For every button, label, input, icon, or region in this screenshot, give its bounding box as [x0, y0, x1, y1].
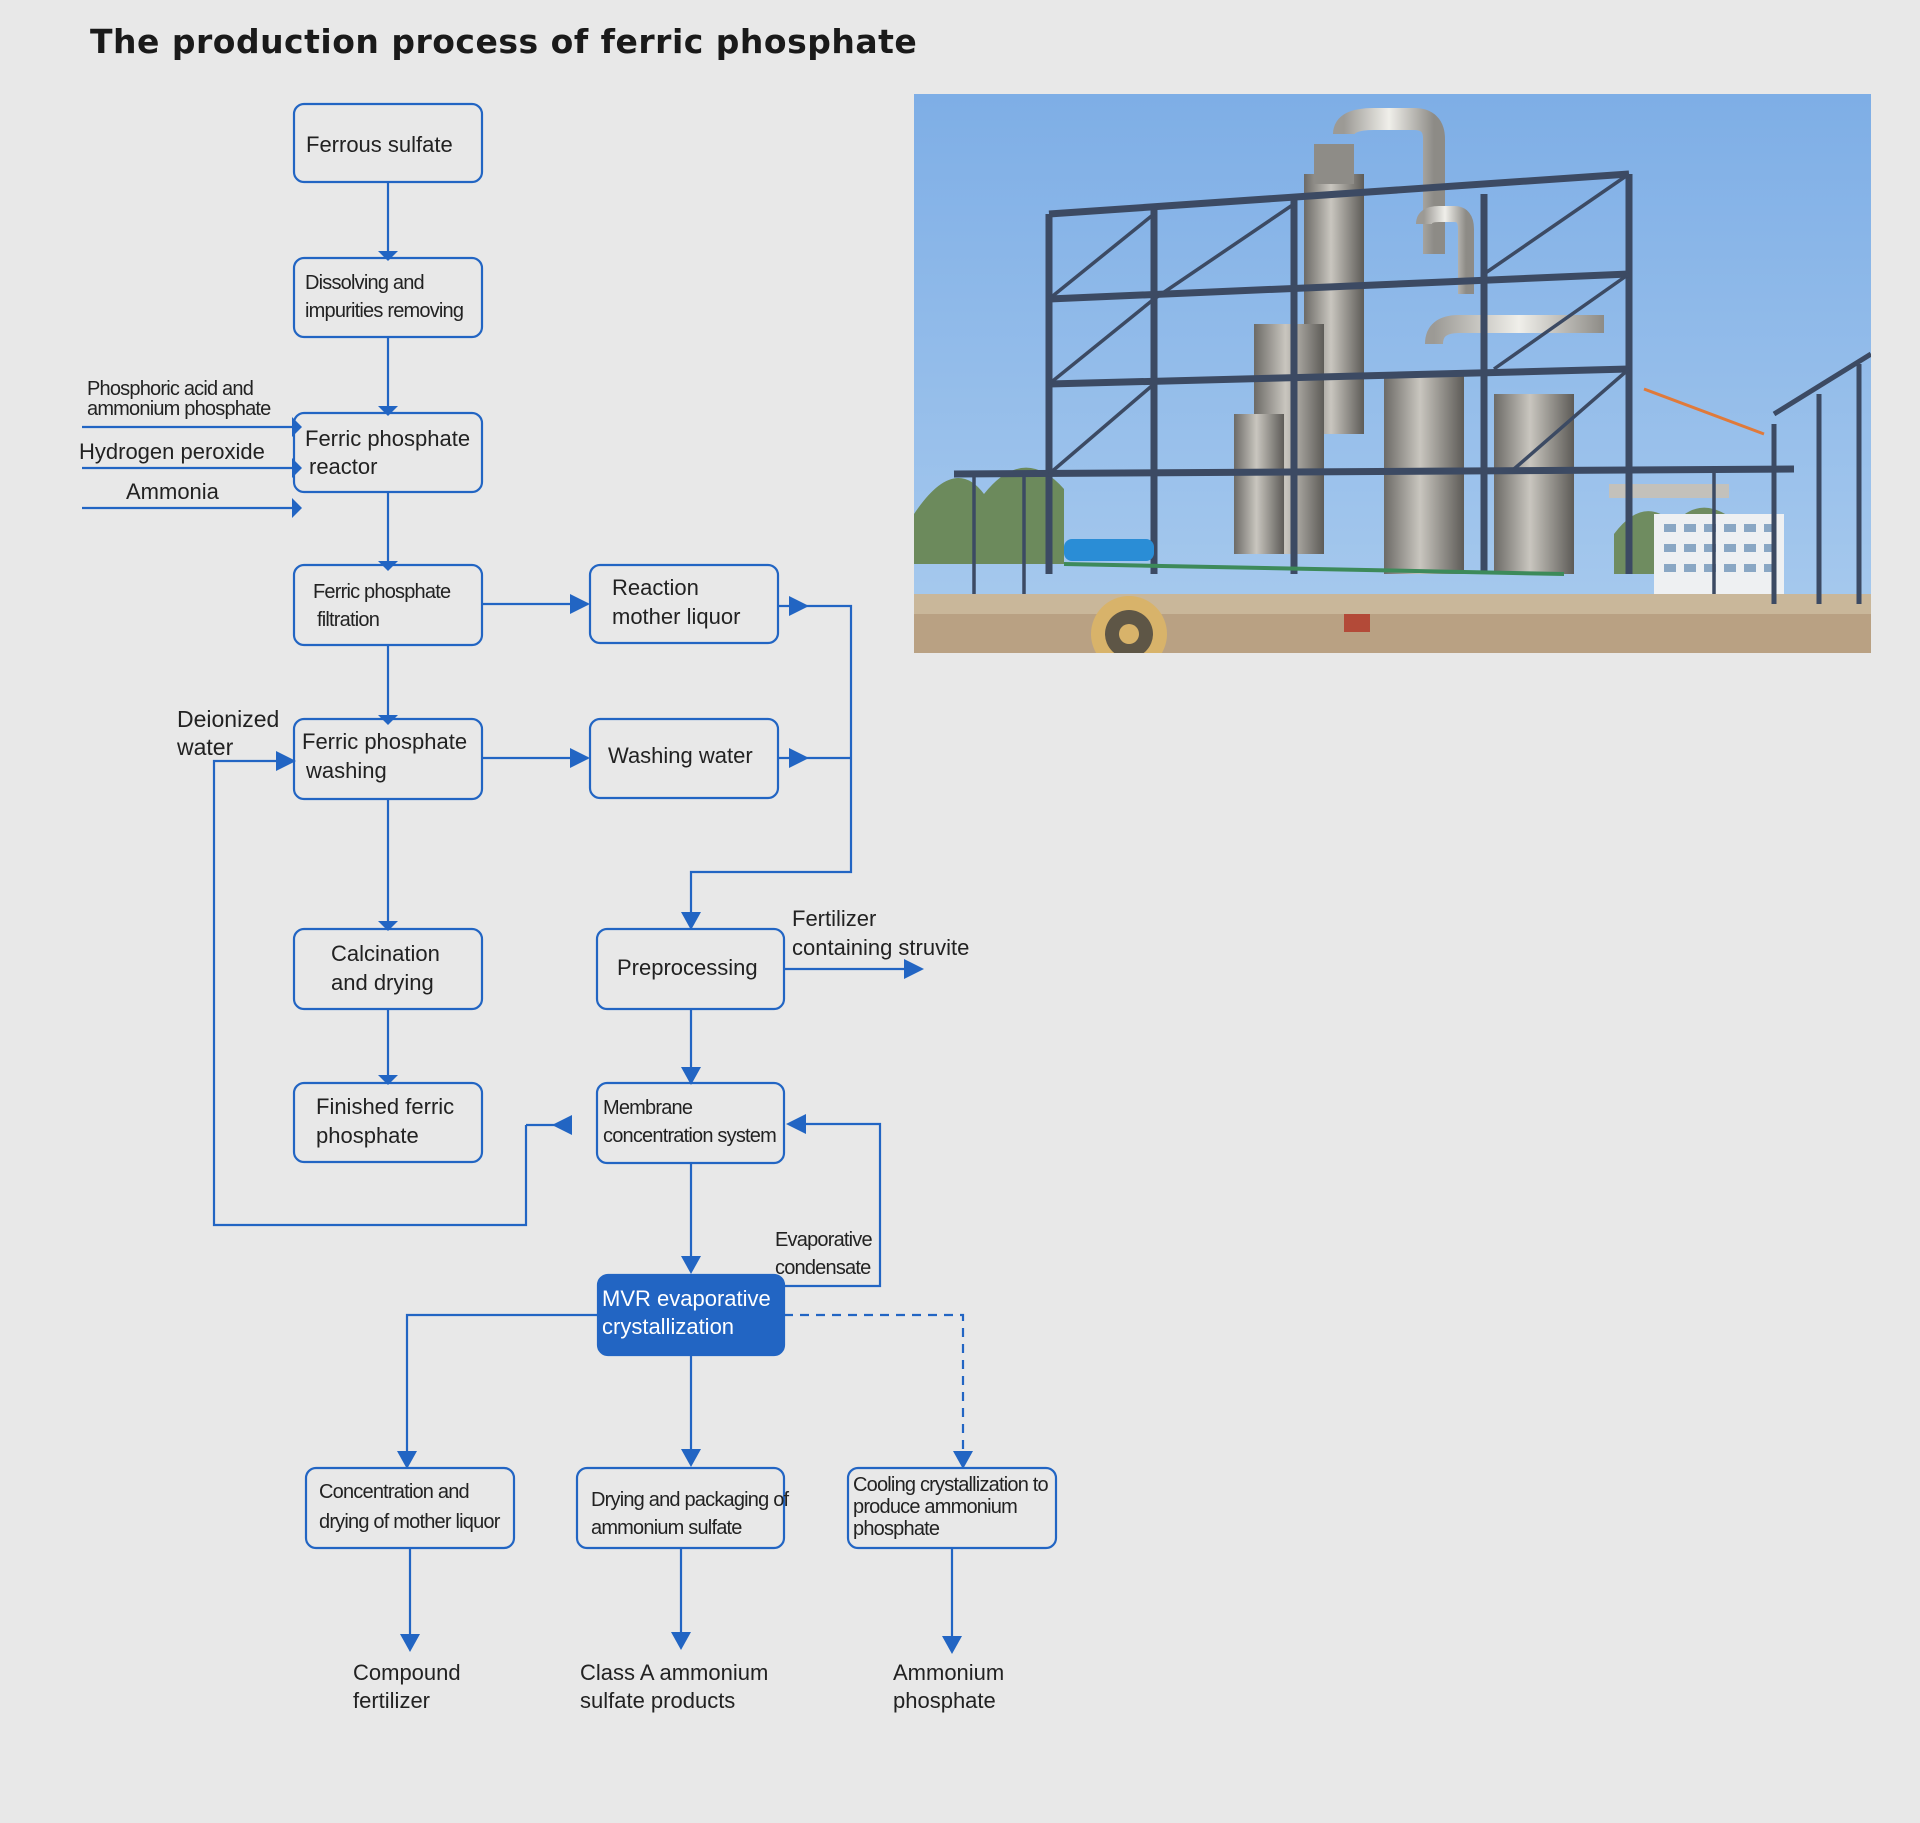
box-ferrous-sulfate: Ferrous sulfate: [292, 102, 484, 184]
text-concentration-1: Concentration and: [319, 1481, 469, 1503]
text-dissolving-1: Dissolving and: [305, 272, 424, 294]
box-washing-water: Washing water: [588, 717, 780, 800]
text-mvr-2: crystallization: [602, 1314, 734, 1339]
box-washing: Ferric phosphate washing: [292, 717, 484, 801]
box-reactor: Ferric phosphate reactor: [292, 411, 484, 494]
text-cooling-1: Cooling crystallization to: [853, 1474, 1049, 1496]
text-ferrous-sulfate: Ferrous sulfate: [306, 132, 453, 157]
text-reactor-2: reactor: [309, 454, 377, 479]
box-mother-liquor: Reaction mother liquor: [588, 563, 780, 645]
free-labels: Phosphoric acid and ammonium phosphate H…: [79, 378, 1004, 1713]
page-title: The production process of ferric phospha…: [90, 22, 918, 61]
label-phosphoric-1: Phosphoric acid and: [87, 378, 253, 400]
text-mother-liquor-1: Reaction: [612, 575, 699, 600]
plant-photo: [914, 94, 1871, 653]
text-membrane-1: Membrane: [603, 1097, 693, 1119]
text-finished-1: Finished ferric: [316, 1094, 454, 1119]
text-preprocessing: Preprocessing: [617, 955, 758, 980]
label-class-a-1: Class A ammonium: [580, 1660, 768, 1685]
text-drying-1: Drying and packaging of: [591, 1489, 790, 1511]
text-membrane-2: concentration system: [603, 1125, 776, 1147]
label-deionized-2: water: [176, 734, 234, 760]
label-class-a-2: sulfate products: [580, 1688, 735, 1713]
box-calcination: Calcination and drying: [292, 927, 484, 1011]
text-calcination-2: and drying: [331, 970, 434, 995]
box-concentration: Concentration and drying of mother liquo…: [304, 1466, 516, 1550]
text-drying-2: ammonium sulfate: [591, 1517, 742, 1539]
arrow-membrane-recycle-to-washing: [212, 759, 528, 1227]
box-membrane: Membrane concentration system: [595, 1081, 786, 1165]
text-washing-2: washing: [305, 758, 387, 783]
text-washing-1: Ferric phosphate: [302, 729, 467, 754]
box-filtration: Ferric phosphate filtration: [292, 563, 484, 647]
box-dissolving: Dissolving and impurities removing: [292, 256, 484, 339]
text-calcination-1: Calcination: [331, 941, 440, 966]
text-mvr-1: MVR evaporative: [602, 1286, 771, 1311]
text-concentration-2: drying of mother liquor: [319, 1511, 501, 1533]
text-washing-water: Washing water: [608, 743, 753, 768]
label-phosphoric-2: ammonium phosphate: [87, 398, 271, 420]
text-filtration-2: filtration: [317, 609, 379, 631]
text-dissolving-2: impurities removing: [305, 300, 463, 322]
arrow-mother-liquor-to-preprocessing: [689, 604, 853, 926]
label-fertilizer-1: Fertilizer: [792, 906, 876, 931]
label-compound-2: fertilizer: [353, 1688, 430, 1713]
box-preprocessing: Preprocessing: [595, 927, 786, 1011]
text-filtration-1: Ferric phosphate: [313, 581, 451, 603]
label-condensate-2: condensate: [775, 1257, 871, 1279]
arrow-heads: [276, 251, 973, 1654]
label-compound-1: Compound: [353, 1660, 461, 1685]
text-finished-2: phosphate: [316, 1123, 419, 1148]
label-hydrogen-peroxide: Hydrogen peroxide: [79, 439, 265, 464]
arrow-mvr-to-cooling: [784, 1313, 965, 1465]
box-cooling: Cooling crystallization to produce ammon…: [846, 1466, 1058, 1550]
label-deionized-1: Deionized: [177, 706, 279, 732]
text-reactor-1: Ferric phosphate: [305, 426, 470, 451]
label-ammonia: Ammonia: [126, 479, 220, 504]
box-mvr: MVR evaporative crystallization: [596, 1273, 786, 1357]
text-cooling-3: phosphate: [853, 1518, 940, 1540]
label-ammonium-phosphate-2: phosphate: [893, 1688, 996, 1713]
text-mother-liquor-2: mother liquor: [612, 604, 740, 629]
arrow-condensate-to-membrane: [784, 1122, 882, 1288]
label-ammonium-phosphate-1: Ammonium: [893, 1660, 1004, 1685]
text-cooling-2: produce ammonium: [853, 1496, 1017, 1518]
box-finished-ferric-phosphate: Finished ferric phosphate: [292, 1081, 484, 1164]
label-condensate-1: Evaporative: [775, 1229, 872, 1251]
arrow-mvr-to-concentration: [405, 1313, 598, 1465]
label-fertilizer-2: containing struvite: [792, 935, 969, 960]
box-drying-packaging: Drying and packaging of ammonium sulfate: [575, 1466, 790, 1550]
